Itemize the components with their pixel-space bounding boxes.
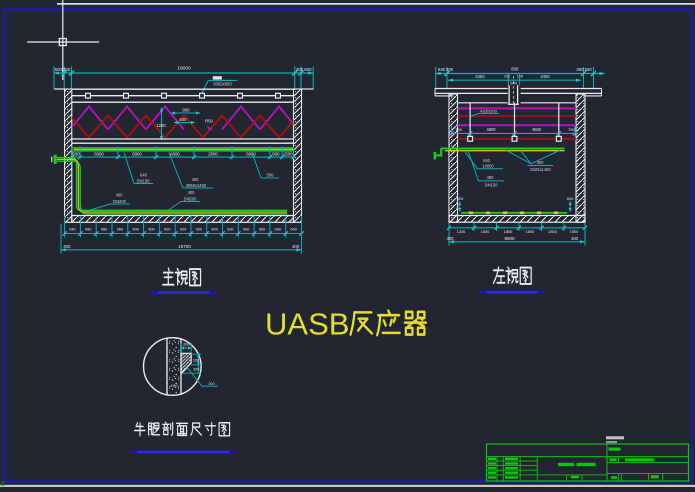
svg-text:900: 900 xyxy=(182,107,190,112)
svg-text:2450: 2450 xyxy=(540,74,550,79)
svg-text:640: 640 xyxy=(483,158,491,163)
svg-text:6000: 6000 xyxy=(246,151,256,156)
svg-text:300: 300 xyxy=(208,382,214,386)
svg-text:4Φ0: 4Φ0 xyxy=(170,384,177,388)
svg-text:900: 900 xyxy=(180,227,187,232)
svg-text:1800: 1800 xyxy=(526,229,535,234)
svg-text:640: 640 xyxy=(511,80,518,85)
svg-text:400: 400 xyxy=(192,177,200,182)
svg-text:1800: 1800 xyxy=(481,229,490,234)
svg-text:400: 400 xyxy=(116,193,124,198)
svg-text:DN150: DN150 xyxy=(485,182,498,187)
svg-text:400: 400 xyxy=(487,175,495,180)
svg-text:900: 900 xyxy=(227,227,234,232)
svg-text:8600: 8600 xyxy=(504,236,515,241)
svg-text:1500: 1500 xyxy=(570,229,579,234)
svg-text:DN500: DN500 xyxy=(184,197,197,202)
svg-text:960: 960 xyxy=(101,227,108,232)
svg-text:900: 900 xyxy=(164,227,171,232)
svg-text:750: 750 xyxy=(568,127,575,132)
svg-text:6000: 6000 xyxy=(170,151,180,156)
svg-text:4xDN200: 4xDN200 xyxy=(480,108,497,113)
svg-text:4500: 4500 xyxy=(486,127,496,132)
svg-text:3050x650: 3050x650 xyxy=(213,81,232,86)
svg-text:400: 400 xyxy=(447,236,455,241)
svg-text:900: 900 xyxy=(243,227,250,232)
svg-text:1200: 1200 xyxy=(457,229,466,234)
svg-text:400: 400 xyxy=(188,190,196,195)
svg-text:900: 900 xyxy=(132,227,139,232)
svg-text:400: 400 xyxy=(571,236,579,241)
svg-text:1800: 1800 xyxy=(504,229,513,234)
svg-text:640: 640 xyxy=(140,173,148,178)
svg-text:1500: 1500 xyxy=(283,151,293,156)
svg-text:150: 150 xyxy=(504,75,510,79)
svg-text:400: 400 xyxy=(63,244,71,249)
svg-text:500: 500 xyxy=(457,196,464,201)
svg-text:3050x1450: 3050x1450 xyxy=(186,183,207,188)
svg-text:300 600: 300 600 xyxy=(296,67,312,72)
svg-text:10600: 10600 xyxy=(482,164,494,169)
svg-text:600: 600 xyxy=(511,67,519,72)
svg-text:1200: 1200 xyxy=(156,123,166,128)
svg-text:500: 500 xyxy=(267,173,275,178)
svg-text:1800: 1800 xyxy=(548,229,557,234)
svg-text:R50: R50 xyxy=(205,119,213,124)
svg-text:6000: 6000 xyxy=(94,151,104,156)
svg-text:300 640: 300 640 xyxy=(576,67,592,72)
svg-text:900: 900 xyxy=(148,227,155,232)
svg-text:DN150: DN150 xyxy=(137,179,150,184)
svg-text:640: 640 xyxy=(69,227,76,232)
svg-text:440: 440 xyxy=(179,117,187,122)
svg-text:640 300: 640 300 xyxy=(438,67,454,72)
svg-text:6000: 6000 xyxy=(132,151,142,156)
svg-text:200: 200 xyxy=(183,343,189,347)
svg-text:960: 960 xyxy=(275,227,282,232)
svg-text:DN200: DN200 xyxy=(113,199,126,204)
svg-text:4500: 4500 xyxy=(532,127,542,132)
svg-text:960: 960 xyxy=(117,227,124,232)
svg-text:2450: 2450 xyxy=(475,74,485,79)
svg-text:18000: 18000 xyxy=(177,65,191,71)
svg-text:960: 960 xyxy=(259,227,266,232)
svg-text:19700: 19700 xyxy=(178,244,191,249)
svg-text:900: 900 xyxy=(211,227,218,232)
svg-text:600 300: 600 300 xyxy=(55,67,71,72)
svg-text:900: 900 xyxy=(196,227,203,232)
svg-text:600: 600 xyxy=(272,151,280,156)
svg-text:2500: 2500 xyxy=(208,151,218,156)
svg-text:5025x1450: 5025x1450 xyxy=(530,167,551,172)
svg-text:960: 960 xyxy=(85,227,92,232)
svg-text:UASB: UASB xyxy=(265,307,349,342)
svg-text:640: 640 xyxy=(290,227,297,232)
svg-text:500: 500 xyxy=(567,196,574,201)
svg-text:400: 400 xyxy=(537,160,545,165)
svg-text:400: 400 xyxy=(292,244,300,249)
svg-text:150: 150 xyxy=(193,359,199,363)
svg-text:500: 500 xyxy=(72,151,80,156)
svg-text:200: 200 xyxy=(193,368,199,372)
svg-text:750: 750 xyxy=(455,127,462,132)
